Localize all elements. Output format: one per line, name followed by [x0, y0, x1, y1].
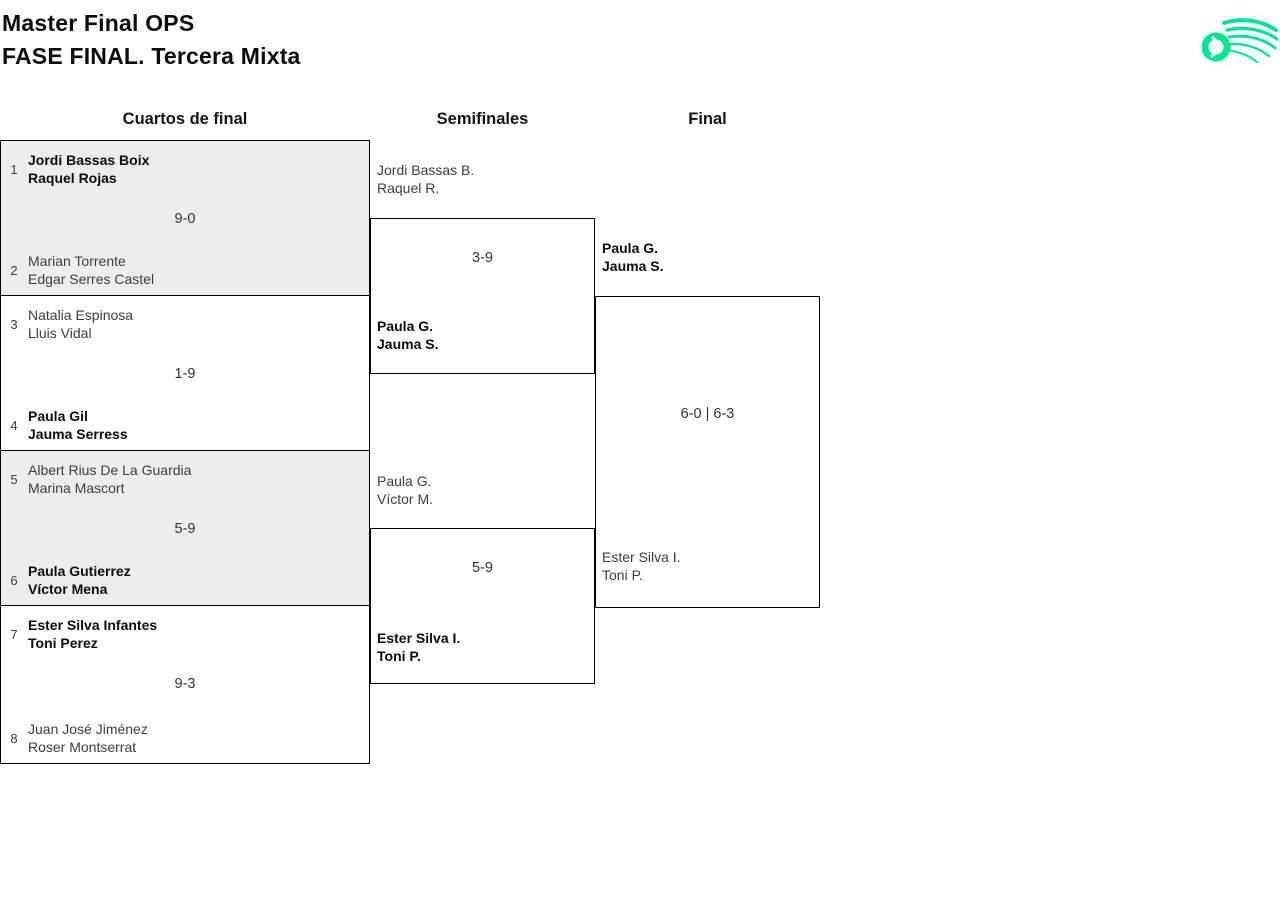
team-names: Jordi Bassas Boix Raquel Rojas [28, 151, 149, 187]
player-name: Edgar Serres Castel [28, 271, 155, 287]
final-top-team: Paula G. Jauma S. [602, 239, 663, 275]
seed-number: 4 [10, 417, 18, 433]
team-slot: 2 Marian Torrente Edgar Serres Castel [9, 252, 154, 288]
player-name: Paula Gutierrez [28, 563, 131, 579]
match-score: 1-9 [174, 366, 196, 382]
semifinal2-top-team: Paula G. Víctor M. [377, 472, 433, 508]
team-slot: 7 Ester Silva Infantes Toni Perez [9, 616, 157, 652]
player-name: Raquel Rojas [28, 170, 117, 186]
player-name: Jauma S. [377, 336, 439, 352]
final-match: 6-0 | 6-3 [595, 296, 820, 608]
player-name: Marina Mascort [28, 480, 125, 496]
semifinal-match-1: 3-9 [370, 218, 595, 374]
seed-number: 2 [10, 262, 18, 278]
ball-seam [1210, 36, 1220, 58]
player-name: Ester Silva I. [377, 630, 461, 646]
player-name: Raquel R. [377, 180, 440, 196]
semifinal1-top-team: Jordi Bassas B. Raquel R. [377, 161, 474, 197]
ball-circle [1202, 32, 1231, 62]
team-names: Albert Rius De La Guardia Marina Mascort [28, 461, 191, 497]
team-names: Natalia Espinosa Lluis Vidal [28, 306, 133, 342]
round-label-final: Final [688, 110, 727, 128]
team-names: Juan José Jiménez Roser Montserrat [28, 720, 148, 756]
team-slot: 6 Paula Gutierrez Víctor Mena [9, 562, 131, 598]
page-title-line2: FASE FINAL. Tercera Mixta [2, 43, 301, 69]
team-slot: 8 Juan José Jiménez Roser Montserrat [9, 720, 148, 756]
player-name: Paula Gil [28, 408, 88, 424]
player-name: Paula G. [377, 473, 432, 489]
match-score: 9-3 [174, 676, 196, 692]
player-name: Marian Torrente [28, 253, 126, 269]
player-name: Ester Silva I. [602, 549, 681, 565]
player-name: Jordi Bassas Boix [28, 152, 150, 168]
player-name: Toni P. [602, 567, 643, 583]
final-bottom-team: Ester Silva I. Toni P. [602, 548, 681, 584]
team-slot: 3 Natalia Espinosa Lluis Vidal [9, 306, 133, 342]
player-name: Ester Silva Infantes [28, 617, 158, 633]
seed-number: 6 [10, 572, 18, 588]
player-name: Albert Rius De La Guardia [28, 462, 192, 478]
seed-number: 3 [10, 316, 18, 332]
team-names: Marian Torrente Edgar Serres Castel [28, 252, 154, 288]
player-name: Toni P. [377, 648, 421, 664]
team-slot: 1 Jordi Bassas Boix Raquel Rojas [9, 151, 149, 187]
quarterfinal-match-1: 1 Jordi Bassas Boix Raquel Rojas 9-0 2 M… [0, 140, 370, 296]
page-title-line1: Master Final OPS [2, 10, 195, 36]
seed-number: 7 [10, 626, 18, 642]
player-name: Víctor Mena [28, 581, 108, 597]
player-name: Paula G. [377, 318, 434, 334]
match-score: 9-0 [174, 211, 196, 227]
quarterfinal-match-3: 5 Albert Rius De La Guardia Marina Masco… [0, 450, 370, 606]
player-name: Jauma S. [602, 258, 664, 274]
team-slot: 5 Albert Rius De La Guardia Marina Masco… [9, 461, 191, 497]
seed-number: 1 [10, 161, 18, 177]
player-name: Paula G. [602, 240, 659, 256]
page-title: Master Final OPS FASE FINAL. Tercera Mix… [2, 7, 301, 73]
match-score: 5-9 [174, 521, 196, 537]
round-label-quarterfinals: Cuartos de final [122, 110, 248, 128]
round-label-semifinals: Semifinales [436, 110, 529, 128]
player-name: Lluis Vidal [28, 325, 92, 341]
player-name: Víctor M. [377, 491, 434, 507]
seed-number: 5 [10, 471, 18, 487]
quarterfinal-match-2: 3 Natalia Espinosa Lluis Vidal 1-9 4 Pau… [0, 295, 370, 451]
tennis-ball-swoosh-icon [1202, 18, 1278, 63]
match-score: 6-0 | 6-3 [680, 406, 735, 422]
team-names: Paula Gutierrez Víctor Mena [28, 562, 131, 598]
seed-number: 8 [10, 730, 18, 746]
team-names: Paula Gil Jauma Serress [28, 407, 128, 443]
semifinal1-bottom-team: Paula G. Jauma S. [377, 317, 438, 353]
team-slot: 4 Paula Gil Jauma Serress [9, 407, 128, 443]
quarterfinal-match-4: 7 Ester Silva Infantes Toni Perez 9-3 8 … [0, 605, 370, 764]
team-names: Ester Silva Infantes Toni Perez [28, 616, 157, 652]
player-name: Toni Perez [28, 635, 98, 651]
semifinal2-bottom-team: Ester Silva I. Toni P. [377, 629, 460, 665]
player-name: Roser Montserrat [28, 739, 137, 755]
match-score: 3-9 [472, 250, 493, 266]
match-score: 5-9 [472, 560, 493, 576]
semifinal-match-2: 5-9 [370, 528, 595, 684]
player-name: Juan José Jiménez [28, 721, 148, 737]
player-name: Jauma Serress [28, 426, 128, 442]
player-name: Natalia Espinosa [28, 307, 134, 323]
player-name: Jordi Bassas B. [377, 162, 475, 178]
